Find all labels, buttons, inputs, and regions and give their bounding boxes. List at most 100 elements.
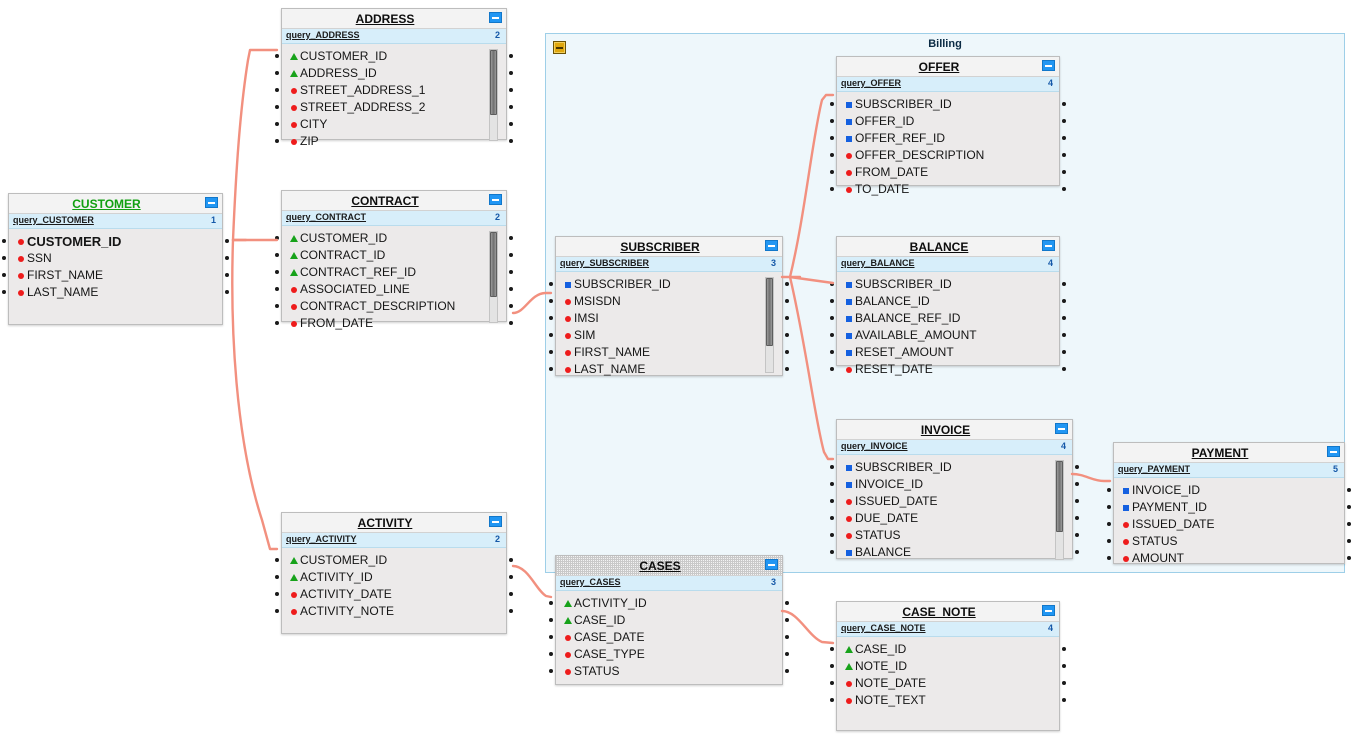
scrollbar-thumb[interactable] [1056, 461, 1063, 532]
field-row[interactable]: TO_DATE [830, 181, 1066, 198]
field-row[interactable]: CASE_ID [830, 641, 1066, 658]
vertical-scrollbar[interactable] [489, 231, 498, 323]
field-row[interactable]: ISSUED_DATE [830, 493, 1079, 510]
connector-port-right[interactable] [1062, 282, 1066, 286]
connector-port-right[interactable] [1347, 488, 1351, 492]
connector-port-left[interactable] [830, 170, 834, 174]
field-row[interactable]: IMSI [549, 310, 789, 327]
field-row[interactable]: ASSOCIATED_LINE [275, 281, 513, 298]
table-titlebar[interactable]: OFFER [837, 57, 1059, 77]
minimize-icon[interactable] [1042, 60, 1055, 71]
connector-port-right[interactable] [1062, 119, 1066, 123]
connector-port-left[interactable] [275, 105, 279, 109]
field-row[interactable]: RESET_DATE [830, 361, 1066, 378]
connector-port-right[interactable] [785, 299, 789, 303]
table-titlebar[interactable]: CONTRACT [282, 191, 506, 211]
connector-port-right[interactable] [1347, 556, 1351, 560]
connector-port-right[interactable] [1062, 187, 1066, 191]
connector-port-left[interactable] [549, 652, 553, 656]
field-row[interactable]: OFFER_REF_ID [830, 130, 1066, 147]
field-row[interactable]: ACTIVITY_DATE [275, 586, 513, 603]
connector-port-left[interactable] [549, 282, 553, 286]
field-row[interactable]: INVOICE_ID [1107, 482, 1351, 499]
field-row[interactable]: ISSUED_DATE [1107, 516, 1351, 533]
minus-box-icon[interactable] [553, 41, 566, 54]
table-titlebar[interactable]: CUSTOMER [9, 194, 222, 214]
connector-port-right[interactable] [509, 592, 513, 596]
connector-port-right[interactable] [225, 256, 229, 260]
connector-port-right[interactable] [785, 282, 789, 286]
table-titlebar[interactable]: SUBSCRIBER [556, 237, 782, 257]
connector-port-right[interactable] [1062, 350, 1066, 354]
connector-port-left[interactable] [830, 136, 834, 140]
field-row[interactable]: INVOICE_ID [830, 476, 1079, 493]
minimize-icon[interactable] [489, 194, 502, 205]
field-row[interactable]: LAST_NAME [2, 284, 229, 301]
field-row[interactable]: ADDRESS_ID [275, 65, 513, 82]
field-row[interactable]: CASE_TYPE [549, 646, 789, 663]
connector-port-right[interactable] [509, 236, 513, 240]
connector-port-left[interactable] [549, 601, 553, 605]
connector-port-right[interactable] [785, 367, 789, 371]
field-row[interactable]: FIRST_NAME [549, 344, 789, 361]
field-row[interactable]: CONTRACT_REF_ID [275, 264, 513, 281]
connector-port-right[interactable] [1062, 698, 1066, 702]
connector-port-left[interactable] [830, 350, 834, 354]
connector-port-right[interactable] [1075, 533, 1079, 537]
vertical-scrollbar[interactable] [1055, 460, 1064, 560]
connector-port-right[interactable] [1062, 367, 1066, 371]
connector-port-right[interactable] [225, 239, 229, 243]
connector-port-right[interactable] [509, 88, 513, 92]
table-titlebar[interactable]: BALANCE [837, 237, 1059, 257]
minimize-icon[interactable] [1042, 605, 1055, 616]
connector-port-right[interactable] [1347, 539, 1351, 543]
connector-port-right[interactable] [785, 601, 789, 605]
connector-port-right[interactable] [509, 304, 513, 308]
field-row[interactable]: ZIP [275, 133, 513, 150]
connector-port-left[interactable] [830, 299, 834, 303]
table-titlebar[interactable]: ADDRESS [282, 9, 506, 29]
connector-port-right[interactable] [1075, 499, 1079, 503]
connector-port-right[interactable] [785, 350, 789, 354]
vertical-scrollbar[interactable] [489, 49, 498, 141]
connector-port-right[interactable] [1075, 482, 1079, 486]
minimize-icon[interactable] [1055, 423, 1068, 434]
connector-port-left[interactable] [830, 533, 834, 537]
connector-port-left[interactable] [275, 54, 279, 58]
connector-port-right[interactable] [1062, 136, 1066, 140]
connector-port-right[interactable] [1062, 299, 1066, 303]
table-titlebar[interactable]: PAYMENT [1114, 443, 1344, 463]
minimize-icon[interactable] [1042, 240, 1055, 251]
connector-port-right[interactable] [1062, 647, 1066, 651]
connector-port-left[interactable] [275, 558, 279, 562]
field-row[interactable]: AMOUNT [1107, 550, 1351, 567]
field-row[interactable]: FROM_DATE [275, 315, 513, 332]
field-row[interactable]: DUE_DATE [830, 510, 1079, 527]
field-row[interactable]: CONTRACT_DESCRIPTION [275, 298, 513, 315]
connector-port-left[interactable] [830, 367, 834, 371]
connector-port-right[interactable] [509, 558, 513, 562]
field-row[interactable]: CASE_DATE [549, 629, 789, 646]
connector-port-right[interactable] [785, 652, 789, 656]
connector-port-right[interactable] [1347, 522, 1351, 526]
connector-port-right[interactable] [509, 321, 513, 325]
connector-port-left[interactable] [549, 333, 553, 337]
connector-port-left[interactable] [275, 287, 279, 291]
connector-port-right[interactable] [509, 575, 513, 579]
connector-port-left[interactable] [275, 139, 279, 143]
connector-port-left[interactable] [830, 550, 834, 554]
field-row[interactable]: FIRST_NAME [2, 267, 229, 284]
field-row[interactable]: STATUS [830, 527, 1079, 544]
connector-port-right[interactable] [785, 316, 789, 320]
scrollbar-thumb[interactable] [766, 278, 773, 346]
minimize-icon[interactable] [489, 516, 502, 527]
connector-port-right[interactable] [509, 253, 513, 257]
minimize-icon[interactable] [205, 197, 218, 208]
connector-port-right[interactable] [1062, 681, 1066, 685]
connector-port-left[interactable] [830, 516, 834, 520]
connector-port-right[interactable] [1062, 316, 1066, 320]
